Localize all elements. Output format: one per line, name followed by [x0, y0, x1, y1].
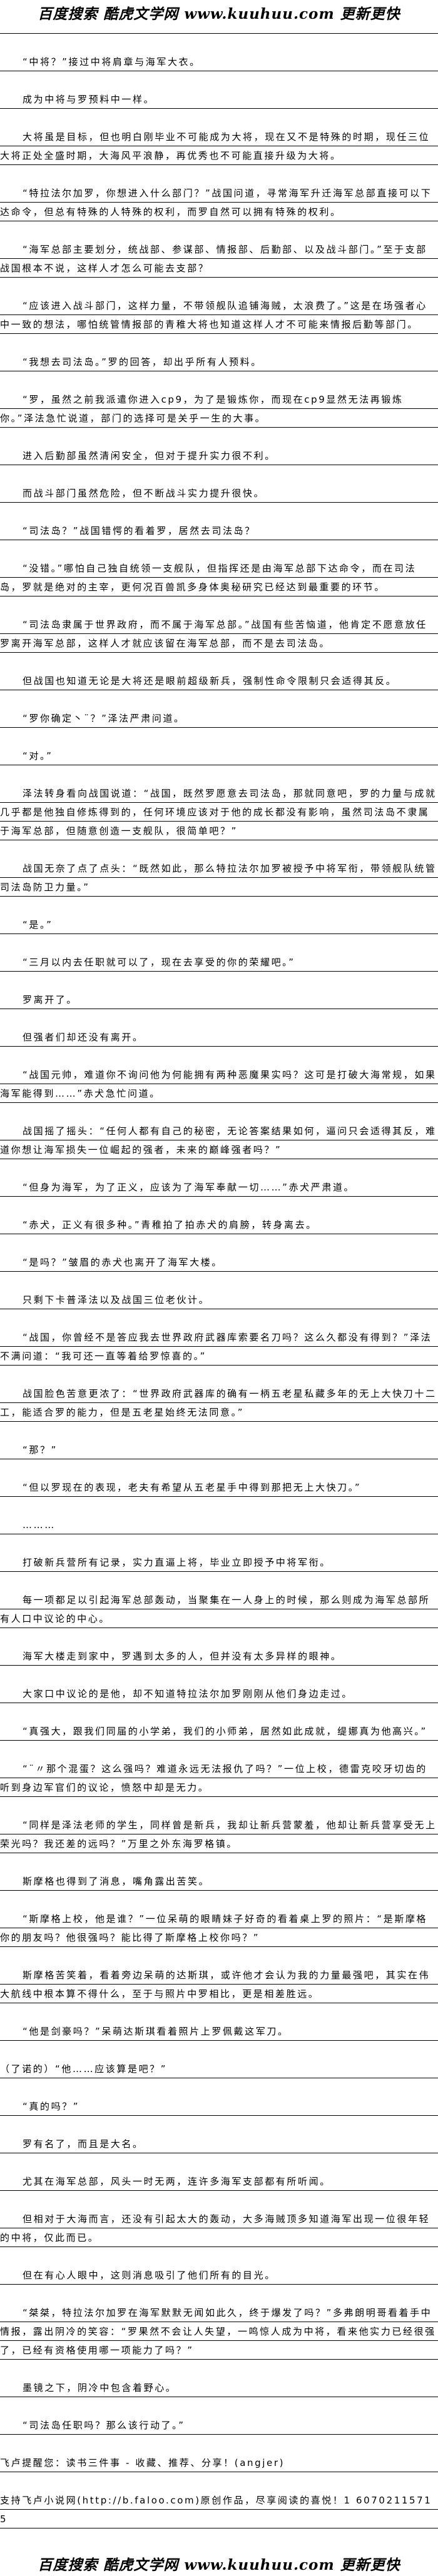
paragraph: 墨镜之下，阴冷中包含着野心。	[0, 2378, 438, 2397]
paragraph: “中将？”接过中将肩章与海军大衣。	[0, 53, 438, 71]
paragraph: 战国无奈了点了点头：“既然如此，那么特拉法尔加罗被授予中将军衔，带领舰队统管司法…	[0, 859, 438, 897]
paragraph: 斯摩格苦笑着，看着旁边呆萌的达斯琪，或许他才会认为我的力量最强吧，其实在伟大航线…	[0, 1966, 438, 2003]
paragraph: 但强者们却还没有离开。	[0, 1028, 438, 1047]
paragraph: 只剩下卡普泽法以及战国三位老伙计。	[0, 1291, 438, 1309]
chapter-content: “中将？”接过中将肩章与海军大衣。成为中将与罗预料中一样。大将虽是目标，但也明白…	[0, 53, 438, 2528]
paragraph: “罗，虽然之前我派遣你进入cp9，为了是锻炼你，而现在cp9显然无法再锻炼你。”…	[0, 390, 438, 428]
paragraph: “海军总部主要划分，统战部、参谋部、情报部、后勤部、以及战斗部门。”至于支部战国…	[0, 240, 438, 278]
paragraph: “他是剑豪吗？”呆萌达斯琪看着照片上罗佩戴这军刀。	[0, 2022, 438, 2041]
paragraph: 成为中将与罗预料中一样。	[0, 90, 438, 109]
paragraph: 飞卢提醒您：读书三件事 - 收藏、推荐、分享！(angjer)	[0, 2453, 438, 2472]
paragraph: 但战国也知道无论是大将还是眼前超级新兵，强制性命令限制只会适得其反。	[0, 672, 438, 690]
paragraph: “罗你确定丶¨？”泽法严肃问道。	[0, 709, 438, 728]
paragraph: “司法岛任职吗？那么该行动了。”	[0, 2416, 438, 2435]
paragraph: 罗有名了，而且是大名。	[0, 2135, 438, 2153]
paragraph: “是。”	[0, 915, 438, 934]
paragraph: “司法岛？”战国错愕的看着罗，居然去司法岛？	[0, 521, 438, 540]
paragraph: 进入后勤部虽然清闲安全，但对于提升实力很不利。	[0, 446, 438, 465]
paragraph: “三月以内去任职就可以了，现在去享受的你的荣耀吧。”	[0, 953, 438, 972]
paragraph: “对。”	[0, 747, 438, 765]
paragraph: 每一项都足以引起海军总部轰动，当聚集在一人身上的时候，那么则成为海军总部所有人口…	[0, 1591, 438, 1628]
paragraph: “特拉法尔加罗，你想进入什么部门？”战国问道，寻常海军升迁海军总部直接可以下达命…	[0, 184, 438, 221]
site-banner-bottom: 百度搜索 酷虎文学网 www.kuuhuu.com 更新更快	[38, 2557, 400, 2573]
paragraph: “没错。”哪怕自己独自统领一支舰队，但指挥还是由海军总部下达命令，而在司法岛，罗…	[0, 559, 438, 596]
paragraph: “应该进入战斗部门，这样力量，不带领舰队追铺海贼，太浪费了。”这是在场强者心中一…	[0, 296, 438, 334]
paragraph: 而战斗部门虽然危险，但不断战斗实力提升很快。	[0, 484, 438, 503]
paragraph: 尤其在海军总部，风头一时无两，连许多海军支部都有所听闻。	[0, 2172, 438, 2191]
paragraph: “战国，你曾经不是答应我去世界政府武器库索要名刀吗？这么久都没有得到？”泽法不满…	[0, 1328, 438, 1366]
paragraph: 但相对于大海而言，还没有引起太大的轰动，大多海贼顶多知道海军出现一位很年轻的中将…	[0, 2210, 438, 2247]
paragraph: “桀桀，特拉法尔加罗在海军默默无闻如此久，终于爆发了吗？”多弗朗明哥看着手中情报…	[0, 2303, 438, 2360]
paragraph: “真强大，跟我们同届的小学弟，我们的小师弟，居然如此成就，缇娜真为他高兴。”	[0, 1722, 438, 1741]
paragraph: （了诺的）“他……应该算是吧？”	[0, 2060, 438, 2078]
paragraph: ………	[0, 1516, 438, 1534]
paragraph: “但身为海军，为了正义，应该为了海军奉献一切……”赤犬严肃道。	[0, 1178, 438, 1197]
paragraph: 战国脸色苦意更浓了：“世界政府武器库的确有一柄五老星私藏多年的无上大快刀十二工，…	[0, 1384, 438, 1422]
paragraph: 大将虽是目标，但也明白刚毕业不可能成为大将，现在又不是特殊的时期，现任三位大将正…	[0, 128, 438, 165]
paragraph: 斯摩格也得到了消息，嘴角露出苦笑。	[0, 1872, 438, 1891]
paragraph: 但在有心人眼中，这则消息吸引了他们所有的目光。	[0, 2266, 438, 2285]
paragraph: 大家口中议论的是他，却不知道特拉法尔加罗刚刚从他们身边走过。	[0, 1684, 438, 1703]
paragraph: 罗离开了。	[0, 990, 438, 1009]
paragraph: 战国摇了摇头：“任何人都有自己的秘密，无论答案结果如何，逼问只会适得其反，难道你…	[0, 1122, 438, 1159]
paragraph: 打破新兵营所有记录，实力直逼上将，毕业立即授予中将军衔。	[0, 1553, 438, 1572]
paragraph: “那？”	[0, 1441, 438, 1459]
paragraph: 泽法转身看向战国说道：“战国，既然罗愿意去司法岛，那就同意吧，罗的力量与成就几乎…	[0, 784, 438, 840]
site-banner-top: 百度搜索 酷虎文学网 www.kuuhuu.com 更新更快	[0, 0, 438, 34]
paragraph: “真的吗？”	[0, 2097, 438, 2116]
paragraph: “斯摩格上校，他是谁？”一位呆萌的眼睛妹子好奇的看着桌上罗的照片：“是斯摩格你的…	[0, 1909, 438, 1947]
paragraph: 支持飞卢小说网(http://b.faloo.com)原创作品，尽享阅读的喜悦！…	[0, 2491, 438, 2528]
paragraph: 海军大楼走到家中，罗遇到太多的人，但并没有太多异样的眼神。	[0, 1647, 438, 1666]
paragraph: “赤犬，正义有很多种。”青稚拍了拍赤犬的肩膀，转身离去。	[0, 1215, 438, 1234]
paragraph: “我想去司法岛。”罗的回答，却出乎所有人预料。	[0, 353, 438, 371]
paragraph: “司法岛隶属于世界政府，而不属于海军总部。”战国有些苦恼道，他肯定不愿意放任罗离…	[0, 615, 438, 653]
paragraph: “¨〃那个混蛋？这么强吗？难道永远无法报仇了吗？”一位上校，德雷克咬牙切齿的听到…	[0, 1759, 438, 1797]
paragraph: “同样是泽法老师的学生，同样曾是新兵，我却让新兵营蒙羞，他却让新兵营享受无上荣光…	[0, 1816, 438, 1853]
paragraph: “战国元帅，难道你不询问他为何能拥有两种恶魔果实吗？这可是打破大海常规，如果海军…	[0, 1065, 438, 1103]
paragraph: “是吗？”皱眉的赤犬也离开了海军大楼。	[0, 1253, 438, 1272]
paragraph: “但以罗现在的表现，老夫有希望从五老星手中得到那把无上大快刀。”	[0, 1478, 438, 1497]
